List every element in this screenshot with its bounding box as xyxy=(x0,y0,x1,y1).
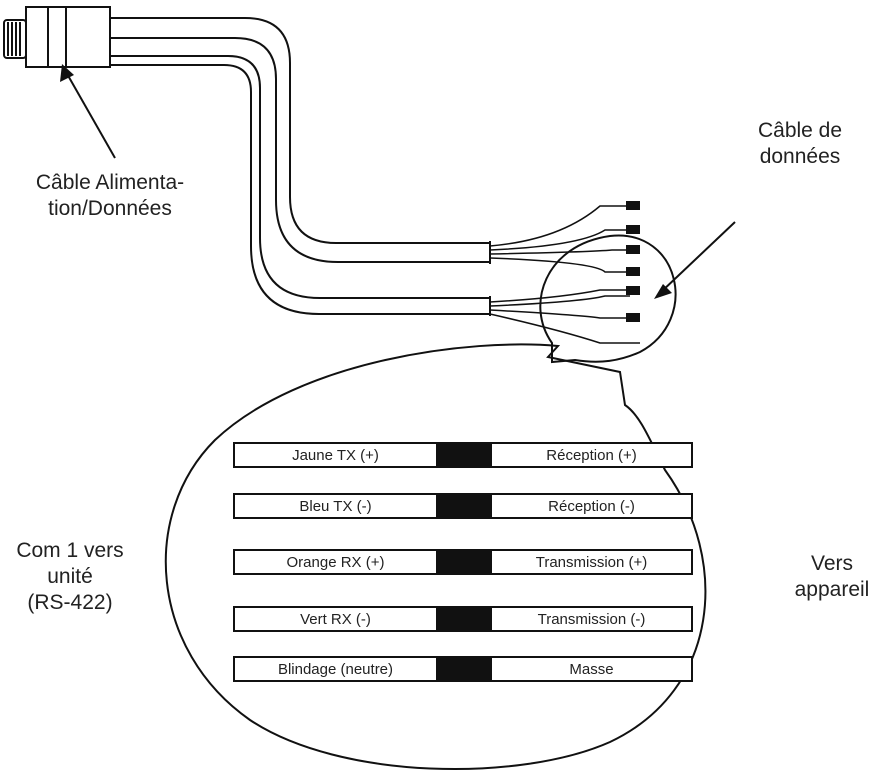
connection-row-5: Blindage (neutre) Masse xyxy=(233,656,693,682)
terminal-block xyxy=(438,442,490,468)
wire-target-label: Réception (-) xyxy=(490,493,693,519)
terminal-block xyxy=(438,656,490,682)
arrow-to-connector xyxy=(60,64,116,159)
wire-source-label: Jaune TX (+) xyxy=(233,442,438,468)
power-data-cable xyxy=(110,17,491,316)
wire-source-label: Blindage (neutre) xyxy=(233,656,438,682)
wire-fan xyxy=(489,205,640,344)
wire-source-label: Vert RX (-) xyxy=(233,606,438,632)
label-power-cable: Câble Alimenta- tion/Données xyxy=(35,171,185,220)
connection-row-3: Orange RX (+) Transmission (+) xyxy=(233,549,693,575)
label-data-cable: Câble de données xyxy=(757,119,843,168)
terminal-block xyxy=(438,493,490,519)
label-to-device: Vers appareil xyxy=(794,552,870,601)
connection-row-2: Bleu TX (-) Réception (-) xyxy=(233,493,693,519)
wire-target-label: Réception (+) xyxy=(490,442,693,468)
data-cable-circle xyxy=(539,234,677,364)
arrow-to-wires xyxy=(654,221,736,299)
wire-source-label: Bleu TX (-) xyxy=(233,493,438,519)
wire-target-label: Transmission (-) xyxy=(490,606,693,632)
wire-target-label: Transmission (+) xyxy=(490,549,693,575)
terminal-block xyxy=(438,549,490,575)
terminal-block xyxy=(438,606,490,632)
wire-tips xyxy=(626,201,640,322)
connection-row-4: Vert RX (-) Transmission (-) xyxy=(233,606,693,632)
label-com-port: Com 1 vers unité (RS-422) xyxy=(16,539,124,614)
cable-connector xyxy=(3,6,111,68)
wire-target-label: Masse xyxy=(490,656,693,682)
wire-source-label: Orange RX (+) xyxy=(233,549,438,575)
connection-row-1: Jaune TX (+) Réception (+) xyxy=(233,442,693,468)
